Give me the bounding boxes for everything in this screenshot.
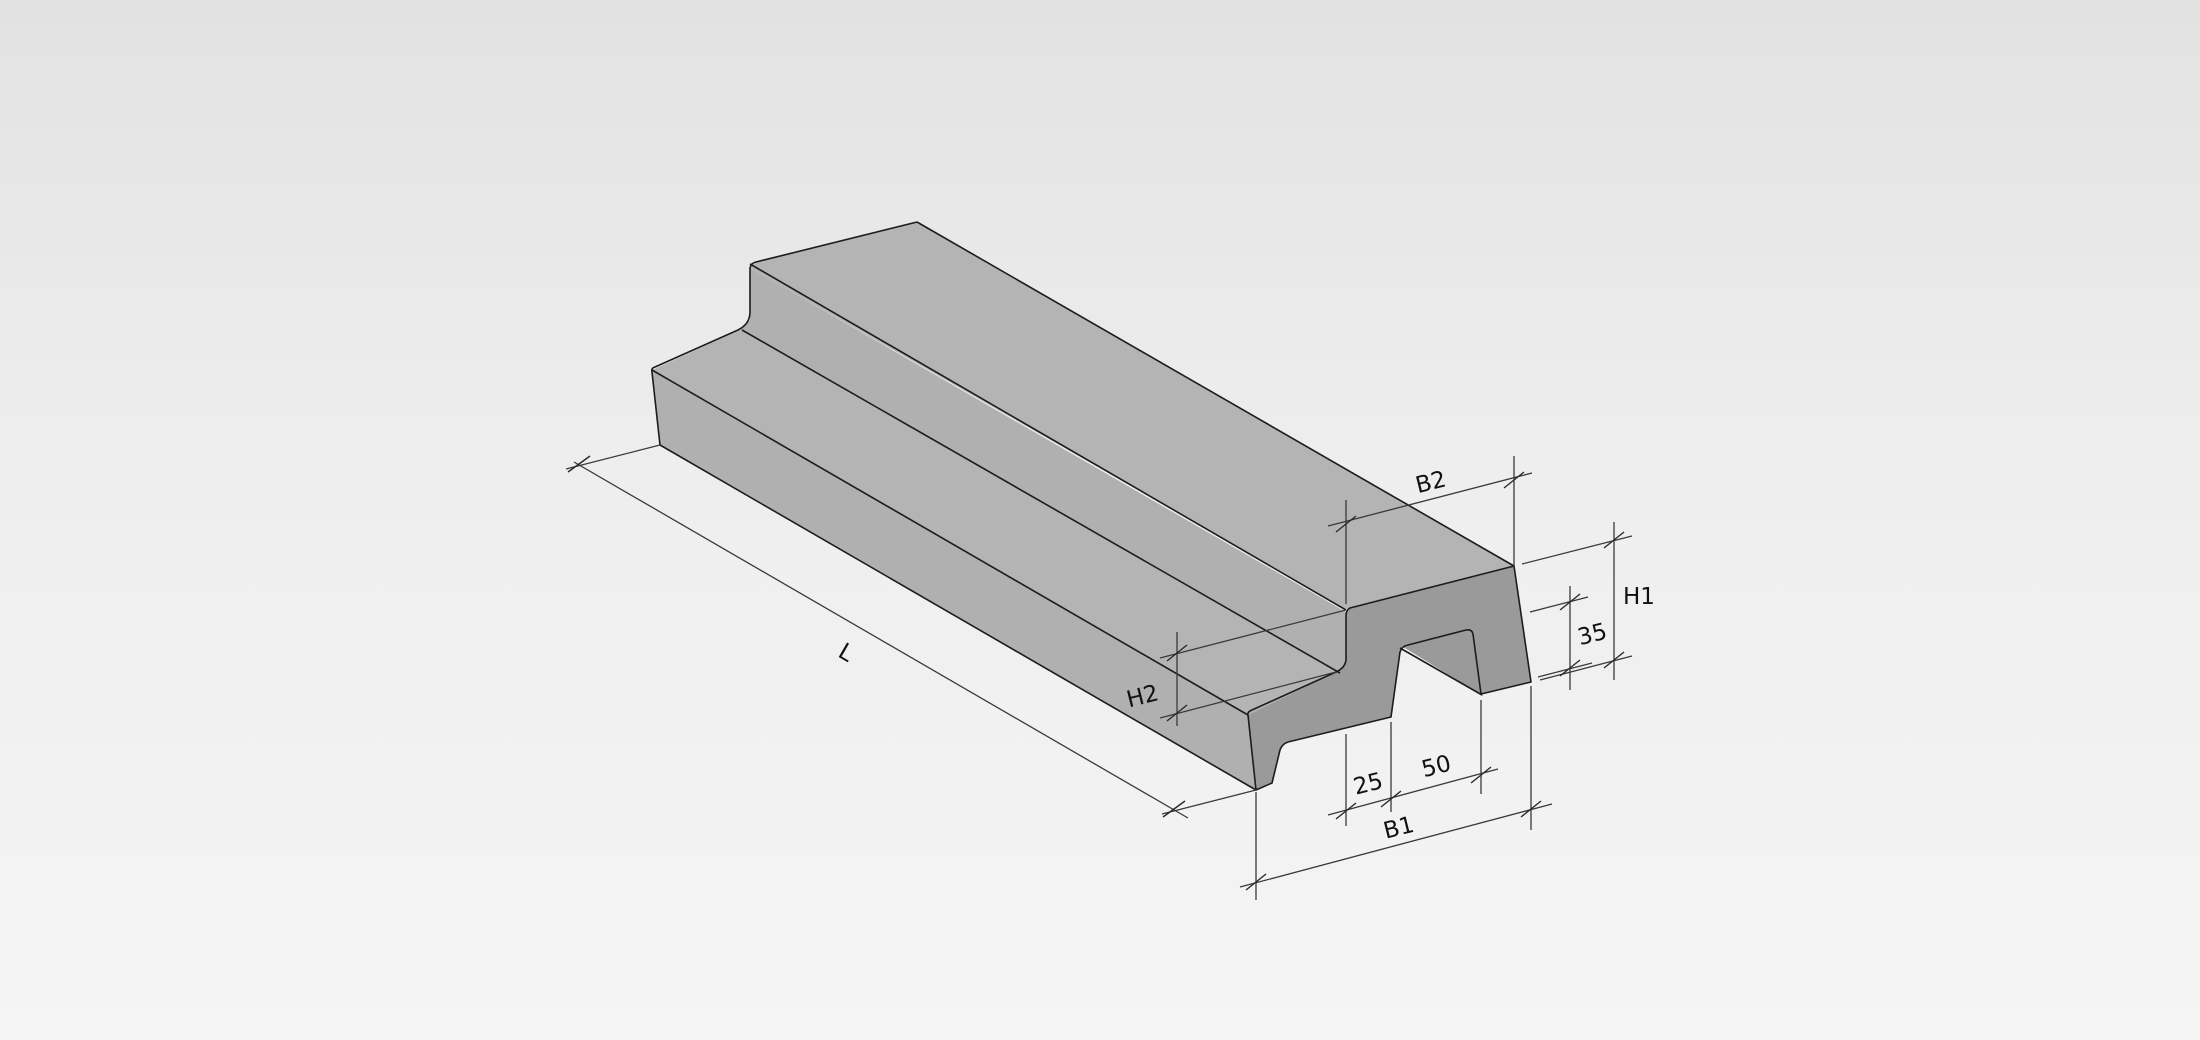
dim-b1-tick-right [1520, 800, 1542, 818]
front-bottom-edge [659, 444, 1257, 791]
dim-35-ext-bottom [1537, 662, 1593, 678]
dim-h1-ext-bottom [1539, 655, 1633, 681]
dim-l-ext-back [565, 444, 661, 470]
dim-35-ext-top [1529, 596, 1589, 613]
label-h1: H1 [1623, 584, 1655, 610]
lower-top-surface [652, 330, 1342, 715]
dimension-labels: L B2 H1 35 H2 25 50 B1 [834, 466, 1655, 844]
dim-25-tick-left [1335, 802, 1357, 820]
dim-h2-tick-bottom [1166, 704, 1188, 722]
upper-back-edge [916, 221, 1515, 567]
dim-l-ext-front [1161, 789, 1257, 815]
label-l: L [834, 639, 858, 668]
dim-h2-ext-top [1159, 609, 1347, 659]
groove-inner-edge [1399, 647, 1483, 696]
left-face [652, 370, 1256, 790]
upper-step-edge [749, 263, 1347, 611]
dim-l-tick-front [1162, 800, 1186, 818]
profile-edges [651, 221, 1532, 791]
step-riser [740, 268, 1346, 673]
dim-l-line [573, 461, 1189, 819]
profile-body [652, 222, 1531, 790]
dimension-lines [565, 444, 1633, 900]
front-end-outline [1247, 565, 1532, 791]
upper-top-surface [750, 222, 1514, 609]
dim-50-tick-right [1470, 766, 1492, 784]
step-bottom-edge [741, 329, 1341, 674]
dim-h1-tick-top [1603, 531, 1625, 549]
label-50: 50 [1419, 751, 1454, 783]
groove-floor [1400, 628, 1483, 696]
dim-b1-line [1239, 803, 1553, 888]
dim-h2-tick-top [1166, 644, 1188, 662]
dim-l-tick-back [567, 455, 591, 473]
dim-h2-ext-bottom [1159, 671, 1337, 719]
front-top-edge [651, 369, 1249, 716]
label-35: 35 [1575, 619, 1610, 651]
label-b1: B1 [1381, 812, 1417, 845]
dim-b2-tick-left [1335, 515, 1357, 533]
label-25: 25 [1351, 768, 1386, 800]
dim-25-tick-right [1380, 790, 1402, 808]
dim-25-50-line [1327, 768, 1499, 816]
dim-b2-line [1327, 472, 1533, 527]
dim-35-tick-top [1559, 593, 1581, 611]
label-b2: B2 [1413, 466, 1449, 499]
dim-h1-tick-bottom [1603, 651, 1625, 669]
dim-h1-ext-top [1521, 535, 1633, 565]
dim-b1-tick-left [1245, 873, 1267, 891]
dim-b2-tick-right [1503, 471, 1525, 489]
left-end-outline [651, 221, 918, 446]
dim-35-tick-bottom [1559, 659, 1581, 677]
